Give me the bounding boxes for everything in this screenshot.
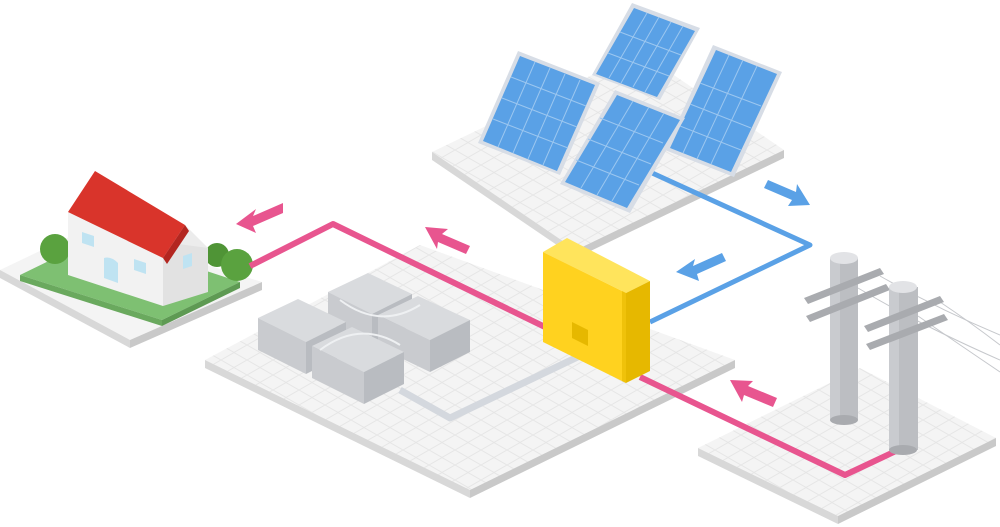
solar-panels [478,3,782,213]
battery-unit [378,296,470,372]
central-platform [205,245,735,498]
window-icon [134,259,146,274]
grid-power-line-to-house [248,221,547,330]
power-conditioner [543,238,650,383]
flow-arrow-icon [425,227,470,254]
flow-arrow-icon [764,180,810,206]
battery-unit [312,327,404,404]
tree-icon [221,249,253,281]
window-icon [183,253,192,269]
utility-pole [864,281,948,455]
solar-panel [478,51,600,175]
flow-arrow-icon [676,253,726,281]
house-roof [68,171,185,258]
window-icon [82,232,94,247]
battery-storage [258,273,470,404]
tree-icon [40,234,70,264]
flow-arrow-icon [236,203,283,233]
indicator-icon [572,322,588,346]
door-icon [104,257,118,283]
utility-platform [698,368,996,524]
battery-connection-line [398,348,590,422]
utility-pole [804,252,890,425]
flow-arrow-icon [730,380,777,407]
utility-poles [804,252,1000,455]
solar-panel [665,45,782,177]
solar-power-line [648,169,813,325]
solar-panel [560,90,685,213]
grid-power-line-from-poles [638,374,900,478]
house [20,171,253,326]
solar-panel [592,3,700,100]
